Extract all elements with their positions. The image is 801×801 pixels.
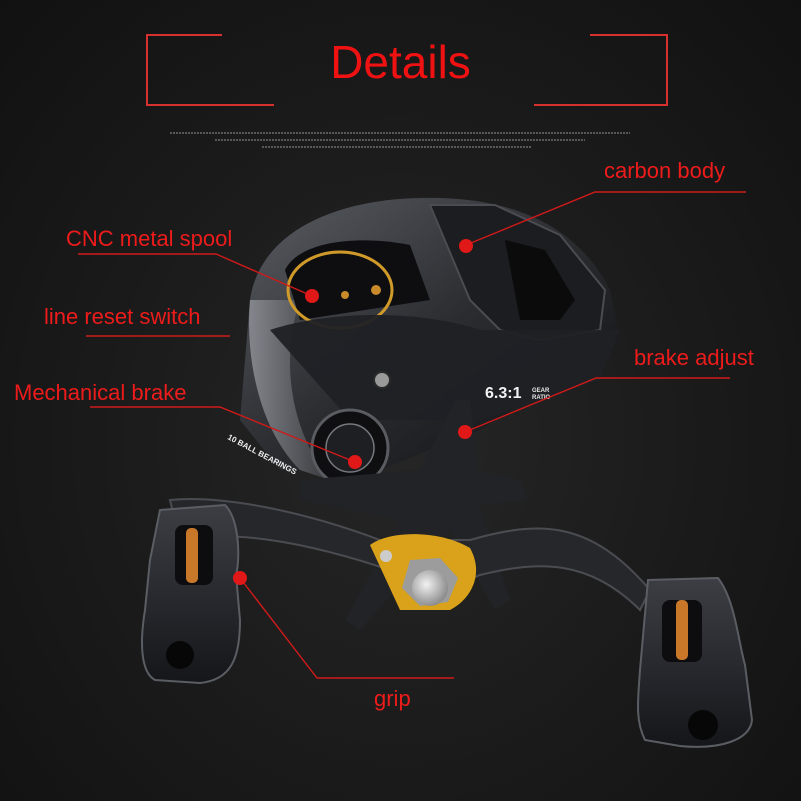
marker-grip: [233, 571, 247, 585]
gear-ratio-marking: 6.3:1: [485, 385, 522, 402]
callout-carbon-body: carbon body: [604, 158, 726, 183]
star-drag: [300, 400, 528, 630]
left-title-bracket-bottom: [146, 104, 274, 106]
leader-brake-adjust: [464, 377, 730, 433]
callout-line-reset-switch: line reset switch: [44, 304, 201, 329]
svg-text:RATIO: RATIO: [532, 395, 551, 401]
right-title-bracket: [590, 34, 668, 106]
side-plate: [249, 300, 330, 480]
fine-print-line: [215, 139, 585, 141]
svg-text:GEAR: GEAR: [532, 388, 550, 394]
marker-mechanical-brake: [348, 455, 362, 469]
left-handle-knob: [141, 503, 242, 685]
fine-print-line: [262, 146, 532, 148]
left-title-bracket: [146, 34, 222, 106]
leader-mechanical-brake: [90, 406, 356, 463]
leader-grip: [239, 577, 454, 679]
callout-mechanical-brake: Mechanical brake: [14, 380, 187, 405]
callout-cnc-metal-spool: CNC metal spool: [66, 226, 233, 251]
leader-carbon-body: [465, 191, 746, 246]
marker-cnc-spool: [305, 289, 319, 303]
marker-brake-adjust: [458, 425, 472, 439]
callout-grip: grip: [374, 686, 411, 711]
leader-cnc-spool: [78, 253, 313, 297]
spool-window: [285, 240, 430, 320]
page-title: Details: [330, 36, 471, 88]
marker-carbon-body: [459, 239, 473, 253]
fine-print-line: [170, 132, 630, 134]
callout-brake-adjust: brake adjust: [634, 345, 754, 370]
right-title-bracket-bottom: [534, 104, 668, 106]
